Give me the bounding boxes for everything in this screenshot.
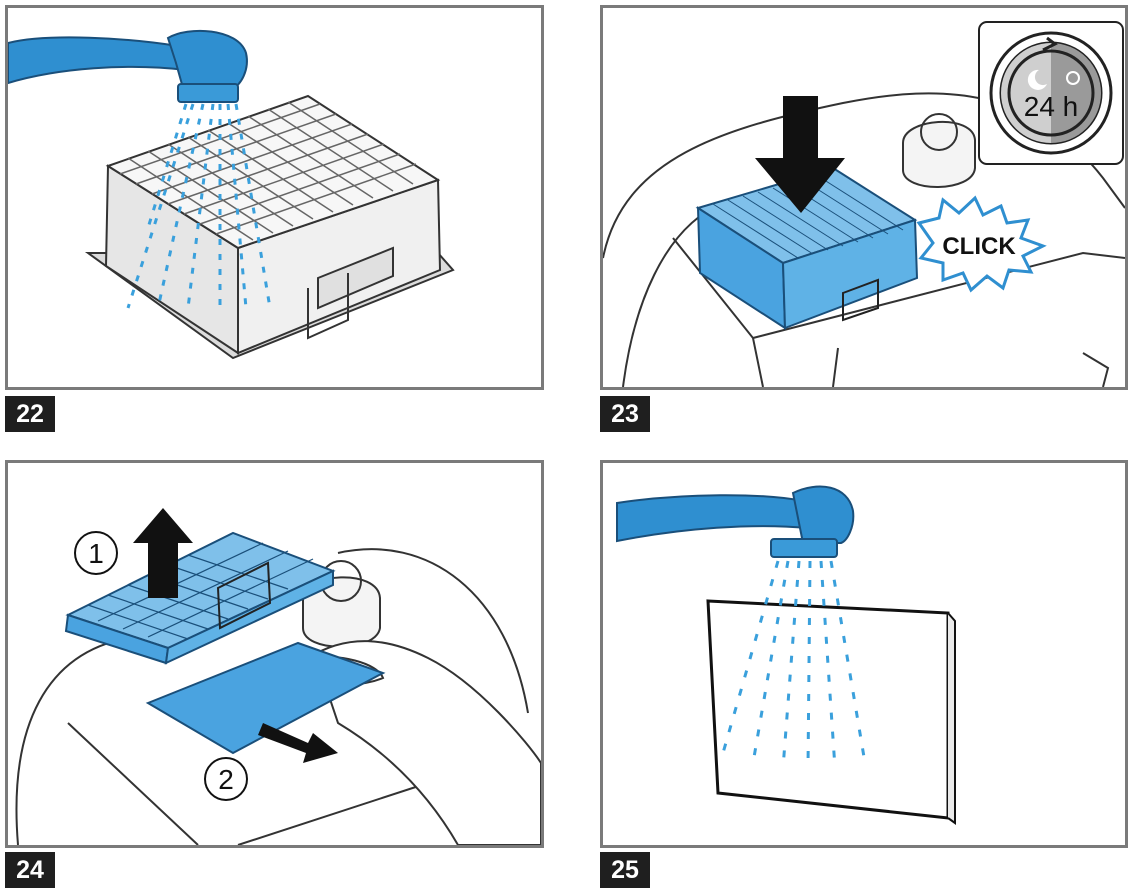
filter-pad-icon	[145, 641, 386, 755]
filter-pad-icon	[706, 599, 956, 825]
step-marker-1-label: 1	[88, 538, 104, 569]
water-spray-icon	[126, 103, 272, 309]
step-number-badge: 22	[5, 396, 55, 432]
step-23-illustration: CLICK 24 h	[600, 5, 1128, 390]
step-marker-1	[74, 531, 118, 575]
step-24-illustration: 1 2	[5, 460, 544, 848]
step-marker-2	[204, 757, 248, 801]
step-marker-2-label: 2	[218, 764, 234, 795]
click-label: CLICK	[942, 233, 1016, 260]
sun-icon	[1066, 71, 1080, 85]
filter-icon	[695, 166, 919, 330]
click-burst-icon	[916, 195, 1047, 293]
faucet-icon	[616, 485, 855, 558]
water-spray-icon	[721, 560, 867, 769]
step-number-badge: 23	[600, 396, 650, 432]
dry-time-inset	[978, 21, 1124, 165]
step-number-badge: 24	[5, 852, 55, 888]
dry-time-label: 24 h	[1024, 91, 1079, 122]
step-number-badge: 25	[600, 852, 650, 888]
faucet-icon	[8, 29, 248, 103]
moon-icon	[1027, 69, 1047, 90]
step-22-illustration	[5, 5, 544, 390]
vacuum-body-icon	[603, 92, 1125, 387]
arrow-up-icon	[133, 508, 193, 598]
hepa-filter-icon	[84, 94, 455, 360]
arrow-down-icon	[755, 96, 845, 213]
step-25-illustration	[600, 460, 1128, 848]
arrow-right-icon	[258, 723, 338, 763]
vacuum-body-icon	[15, 548, 529, 845]
